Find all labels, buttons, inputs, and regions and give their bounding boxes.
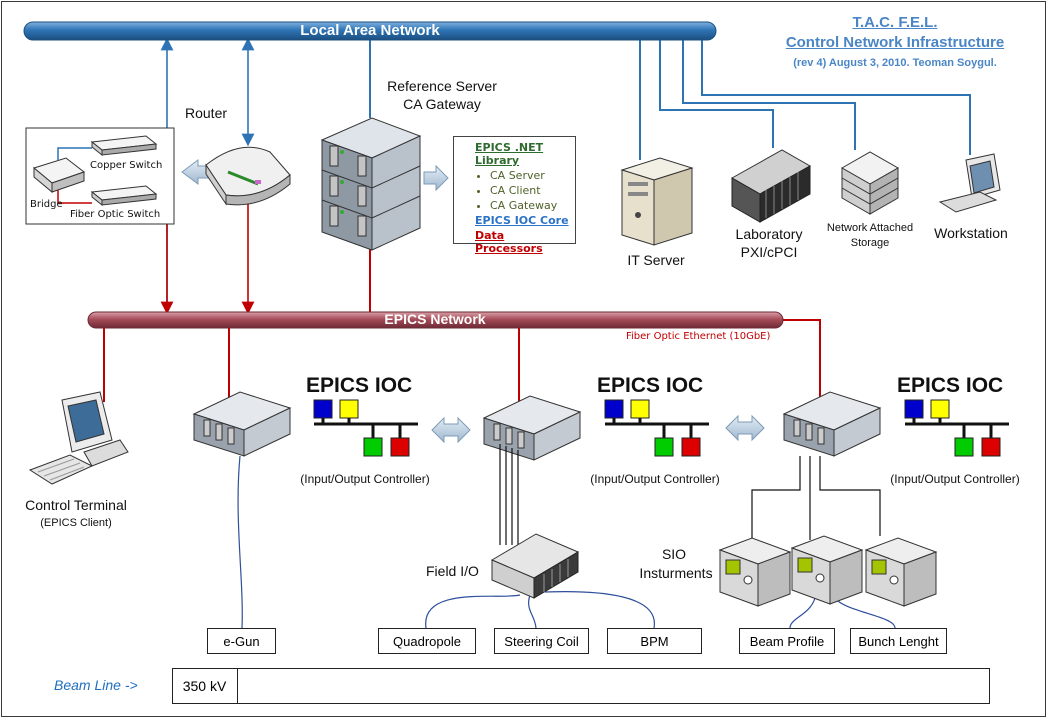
router-label: Router [185, 105, 228, 121]
steering-coil-box: Steering Coil [494, 628, 589, 654]
sio-instrument-2-icon [790, 535, 864, 605]
fiber-ethernet-label: Fiber Optic Ethernet (10GbE) [626, 331, 771, 342]
ca-gateway-label: CA Gateway [403, 96, 481, 112]
sio-label: SIO [661, 546, 687, 562]
epics-bus [87, 311, 784, 329]
copper-switch-icon [90, 135, 158, 157]
title-line-1: T.A.C. F.E.L. [852, 14, 938, 31]
epics-network-label: EPICS Network [384, 311, 486, 327]
egun-box: e-Gun [207, 628, 276, 654]
router-icon [205, 146, 291, 206]
library-item: CA Server [490, 169, 569, 182]
title-line-2: Control Network Infrastructure [785, 34, 1005, 51]
title-block: T.A.C. F.E.L. Control Network Infrastruc… [775, 14, 1015, 69]
library-heading: EPICS .NET Library [475, 141, 544, 167]
bridge-icon [32, 157, 86, 194]
nas-icon [840, 151, 900, 215]
fiber-switch-icon [90, 185, 158, 207]
switch-cluster-box [25, 127, 175, 225]
library-item-list: CA Server CA Client CA Gateway [460, 169, 569, 212]
bridge-label: Bridge [30, 199, 63, 210]
bpm-box: BPM [607, 628, 702, 654]
control-terminal-icon [28, 391, 129, 485]
beam-line-strip [172, 668, 990, 704]
title-line-3: (rev 4) August 3, 2010. Teoman Soygul. [793, 57, 997, 69]
pxi-label: PXI/cPCI [740, 244, 798, 260]
ioc-core-label: EPICS IOC Core [475, 214, 569, 227]
ioc-server-2-icon [482, 395, 582, 461]
library-item: CA Client [490, 184, 569, 197]
laboratory-label: Laboratory [735, 226, 803, 242]
ioc-block-1 [313, 399, 418, 457]
reference-server-label: Reference Server [387, 78, 497, 94]
server-to-library-arrow [423, 164, 449, 192]
epics-client-label: (EPICS Client) [40, 517, 112, 529]
it-server-icon [620, 157, 694, 246]
it-server-label: IT Server [627, 252, 685, 268]
sio-instrument-3-icon [864, 537, 938, 607]
nas-label-2: Storage [850, 237, 890, 249]
nas-label-1: Network Attached [826, 222, 914, 234]
laboratory-pxi-icon [730, 149, 812, 223]
beam-profile-box: Beam Profile [739, 628, 835, 654]
reference-server-icon [320, 117, 422, 251]
copper-switch-label: Copper Switch [90, 160, 163, 171]
data-processors-label: Data Processors [475, 229, 543, 255]
field-cabling [237, 444, 896, 629]
ioc-link-arrow-1 [431, 416, 471, 444]
epics-connections [103, 248, 821, 405]
ioc-link-arrow-2 [725, 414, 765, 442]
ioc-title-2: EPICS IOC [597, 374, 704, 397]
ioc-subtitle-1: (Input/Output Controller) [300, 472, 430, 486]
lan-connections [369, 40, 971, 160]
ioc-block-2 [604, 399, 709, 457]
beam-voltage: 350 kV [172, 668, 238, 704]
sio-instrument-1-icon [718, 537, 792, 607]
quadropole-box: Quadropole [378, 628, 476, 654]
ioc-subtitle-2: (Input/Output Controller) [590, 472, 720, 486]
field-io-label: Field I/O [426, 563, 479, 579]
workstation-icon [938, 153, 1001, 213]
beam-line-label: Beam Line -> [54, 677, 138, 693]
ioc-title-1: EPICS IOC [306, 374, 413, 397]
ioc-server-3-icon [782, 391, 882, 457]
field-io-icon [490, 533, 580, 599]
ioc-block-3 [904, 399, 1009, 457]
lan-bus [23, 21, 717, 41]
ioc-subtitle-3: (Input/Output Controller) [890, 472, 1020, 486]
library-item: CA Gateway [490, 199, 569, 212]
sio-instruments-label: Insturments [639, 565, 713, 581]
lan-label: Local Area Network [300, 22, 440, 39]
ioc-server-1-icon [192, 391, 292, 457]
control-terminal-label: Control Terminal [25, 497, 127, 513]
bunch-length-box: Bunch Lenght [850, 628, 947, 654]
epics-library-box: EPICS .NET Library CA Server CA Client C… [453, 136, 576, 255]
ioc-title-3: EPICS IOC [897, 374, 1004, 397]
fiber-switch-label: Fiber Optic Switch [70, 209, 161, 220]
workstation-label: Workstation [934, 225, 1008, 241]
